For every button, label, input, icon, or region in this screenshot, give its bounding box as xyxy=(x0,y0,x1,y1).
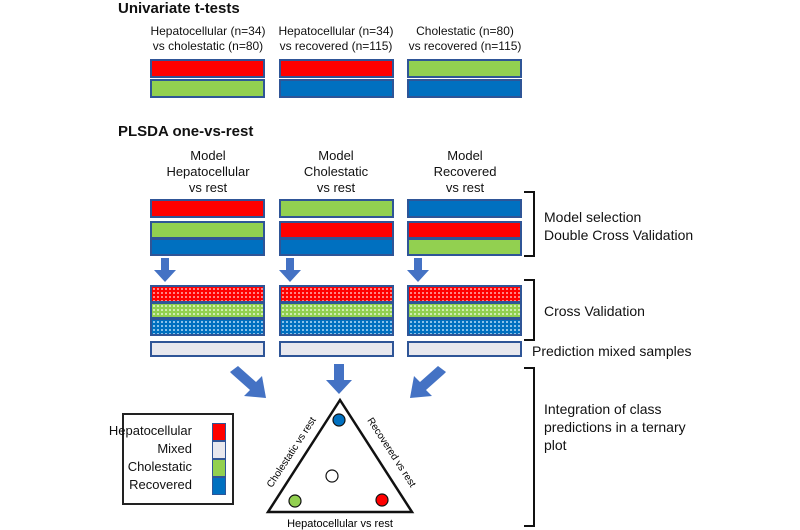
group-1-line-2: vs cholestatic (n=80) xyxy=(152,39,264,53)
legend-swatch-hepatocellular xyxy=(212,423,226,441)
plsda-title: PLSDA one-vs-rest xyxy=(118,123,254,140)
bracket-integration xyxy=(524,367,535,527)
bracket-model-selection xyxy=(524,191,535,257)
down-arrow-icon xyxy=(326,364,352,394)
bracket-cross-validation xyxy=(524,279,535,341)
legend-label-recovered: Recovered xyxy=(129,477,192,492)
step-brackets xyxy=(524,191,535,527)
model-3-line-1: Model xyxy=(447,148,483,163)
legend-swatch-cholestatic xyxy=(212,459,226,477)
ternary-plot: Cholestatic vs rest Recovered vs rest He… xyxy=(265,397,418,530)
model-3-line-2: Recovered xyxy=(433,164,497,179)
legend-label-cholestatic: Cholestatic xyxy=(127,459,192,474)
model-selection-bar-rest-hepatocellular xyxy=(279,221,394,239)
ternary-point-cholestatic xyxy=(288,494,302,508)
prediction-bar-mixed xyxy=(279,341,394,357)
univariate-bar-hepatocellular xyxy=(279,59,394,78)
model-1-line-1: Model xyxy=(190,148,226,163)
univariate-bar-hepatocellular xyxy=(150,59,265,78)
cv-bar-hepatocellular xyxy=(407,285,522,303)
down-arrow-icon xyxy=(279,258,301,282)
univariate-bar-cholestatic xyxy=(407,59,522,78)
model-label-recovered: Model Recovered vs rest xyxy=(385,148,545,196)
cv-bar-hepatocellular xyxy=(279,285,394,303)
model-1-line-2: Hepatocellular xyxy=(166,164,250,179)
group-1-line-1: Hepatocellular (n=34) xyxy=(150,24,266,38)
model-2-line-1: Model xyxy=(318,148,354,163)
model-selection-bar-rest-cholestatic xyxy=(407,238,522,256)
model-selection-bar-rest-cholestatic xyxy=(150,221,265,239)
prediction-bar-mixed xyxy=(407,341,522,357)
ternary-bottom-label: Hepatocellular vs rest xyxy=(287,518,393,530)
ternary-point-recovered xyxy=(332,413,346,427)
model-label-hepatocellular: Model Hepatocellular vs rest xyxy=(128,148,288,196)
legend-label-mixed: Mixed xyxy=(157,441,192,456)
step-integration-line-3: plot xyxy=(544,437,567,453)
ternary-point-hepatocellular xyxy=(375,493,389,507)
diagonal-arrow-icon xyxy=(230,366,266,398)
cv-bar-cholestatic xyxy=(279,302,394,319)
legend-label-hepatocellular: Hepatocellular xyxy=(108,423,192,438)
cv-bar-recovered xyxy=(407,318,522,336)
model-selection-bar-target-hepatocellular xyxy=(150,199,265,218)
step-model-selection-line-2: Double Cross Validation xyxy=(544,227,694,243)
univariate-bar-recovered xyxy=(279,79,394,98)
model-selection-bar-rest-recovered xyxy=(150,238,265,256)
univariate-group-label-3: Cholestatic (n=80) vs recovered (n=115) xyxy=(385,24,545,54)
cv-bar-recovered xyxy=(150,318,265,336)
cv-bar-hepatocellular xyxy=(150,285,265,303)
ternary-point-mixed xyxy=(325,469,339,483)
model-3-line-3: vs rest xyxy=(445,180,485,195)
cv-bar-cholestatic xyxy=(407,302,522,319)
prediction-bar-mixed xyxy=(150,341,265,357)
legend-swatch-recovered xyxy=(212,477,226,495)
step-cross-validation: Cross Validation xyxy=(544,303,645,319)
step-integration: Integration of class predictions in a te… xyxy=(544,400,686,454)
group-2-line-2: vs recovered (n=115) xyxy=(279,39,393,53)
univariate-title: Univariate t-tests xyxy=(118,0,240,17)
model-1-line-3: vs rest xyxy=(188,180,228,195)
model-selection-bar-rest-hepatocellular xyxy=(407,221,522,239)
down-arrow-icon xyxy=(407,258,429,282)
model-label-cholestatic: Model Cholestatic vs rest xyxy=(256,148,416,196)
step-integration-line-1: Integration of class xyxy=(544,401,662,417)
legend-swatch-mixed xyxy=(212,441,226,459)
step-model-selection: Model selection Double Cross Validation xyxy=(544,208,693,244)
model-selection-bar-target-cholestatic xyxy=(279,199,394,218)
group-3-line-2: vs recovered (n=115) xyxy=(408,39,522,53)
step-model-selection-line-1: Model selection xyxy=(544,209,642,225)
diagonal-arrow-icon xyxy=(410,366,446,398)
model-2-line-2: Cholestatic xyxy=(303,164,369,179)
down-arrow-icon xyxy=(154,258,176,282)
univariate-bar-cholestatic xyxy=(150,79,265,98)
legend: Hepatocellular Mixed Cholestatic Recover… xyxy=(109,413,234,505)
univariate-group-label-1: Hepatocellular (n=34) vs cholestatic (n=… xyxy=(128,24,288,54)
step-prediction: Prediction mixed samples xyxy=(532,343,692,359)
model-selection-bar-target-recovered xyxy=(407,199,522,218)
group-3-line-1: Cholestatic (n=80) xyxy=(416,24,514,38)
ternary-triangle xyxy=(265,397,415,514)
cv-bar-recovered xyxy=(279,318,394,336)
univariate-bar-recovered xyxy=(407,79,522,98)
model-selection-bar-rest-recovered xyxy=(279,238,394,256)
univariate-group-label-2: Hepatocellular (n=34) vs recovered (n=11… xyxy=(256,24,416,54)
cv-bar-cholestatic xyxy=(150,302,265,319)
model-2-line-3: vs rest xyxy=(316,180,356,195)
step-integration-line-2: predictions in a ternary xyxy=(544,419,686,435)
group-2-line-1: Hepatocellular (n=34) xyxy=(278,24,394,38)
